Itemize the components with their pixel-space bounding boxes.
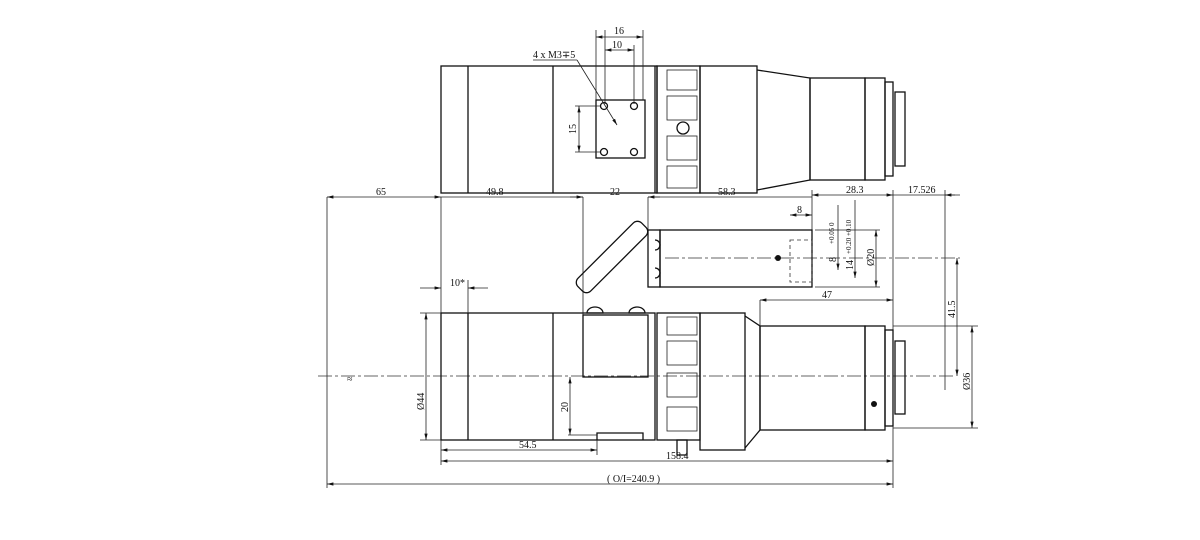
dim-49-8: 49.8 (486, 187, 504, 198)
dimension-right: 8 8 +0.05 0 14 +0.20 +0.10 Ø20 47 41.5 Ø… (759, 200, 978, 429)
dim-8: 8 (828, 257, 839, 262)
dim-14: 14 (845, 260, 856, 270)
prism-mirror (575, 220, 649, 294)
dim-58-3: 58.3 (718, 187, 736, 198)
dim-phi44: Ø44 (416, 393, 427, 410)
top-view: 16 10 15 4 x M3∓5 (440, 26, 906, 194)
grip-ribs-side (666, 316, 698, 432)
dim-15: 15 (568, 124, 579, 134)
screw-circle (676, 121, 690, 135)
grip-ribs-top (666, 69, 698, 189)
dim-phi20: Ø20 (866, 249, 877, 266)
dim-158-4: 158.4 (666, 451, 689, 462)
mount-plate (595, 99, 646, 159)
dim-8-top: 8 (797, 205, 802, 216)
tol-8: +0.05 0 (828, 222, 836, 244)
dim-22: 22 (610, 187, 620, 198)
dim-65: 65 (376, 187, 386, 198)
dim-10: 10 (612, 40, 622, 51)
dim-54-5: 54.5 (519, 440, 537, 451)
dim-phi36: Ø36 (962, 373, 973, 390)
side-view: ≈ (318, 220, 960, 456)
dim-47: 47 (822, 290, 832, 301)
dimension-bottom: 10* Ø44 20 54.5 158.4 ( O/I=240.9 ) (327, 278, 893, 486)
dim-oi-total: ( O/I=240.9 ) (607, 474, 660, 485)
dimension-row-top: 65 49.8 22 58.3 28.3 17.526 (326, 185, 960, 488)
mount-holes (599, 101, 639, 157)
dim-28-3: 28.3 (846, 185, 864, 196)
thread-callout: 4 x M3∓5 (533, 50, 575, 61)
dim-17-526: 17.526 (908, 185, 936, 196)
dim-10-star: 10* (450, 278, 465, 289)
break-symbol: ≈ (347, 374, 353, 385)
dim-41-5: 41.5 (947, 301, 958, 319)
tol-14: +0.20 +0.10 (845, 219, 853, 254)
dim-20: 20 (560, 402, 571, 412)
lock-knob (676, 439, 688, 456)
prism-housing (582, 314, 649, 378)
dim-16: 16 (614, 26, 624, 37)
side-tube (659, 229, 813, 288)
